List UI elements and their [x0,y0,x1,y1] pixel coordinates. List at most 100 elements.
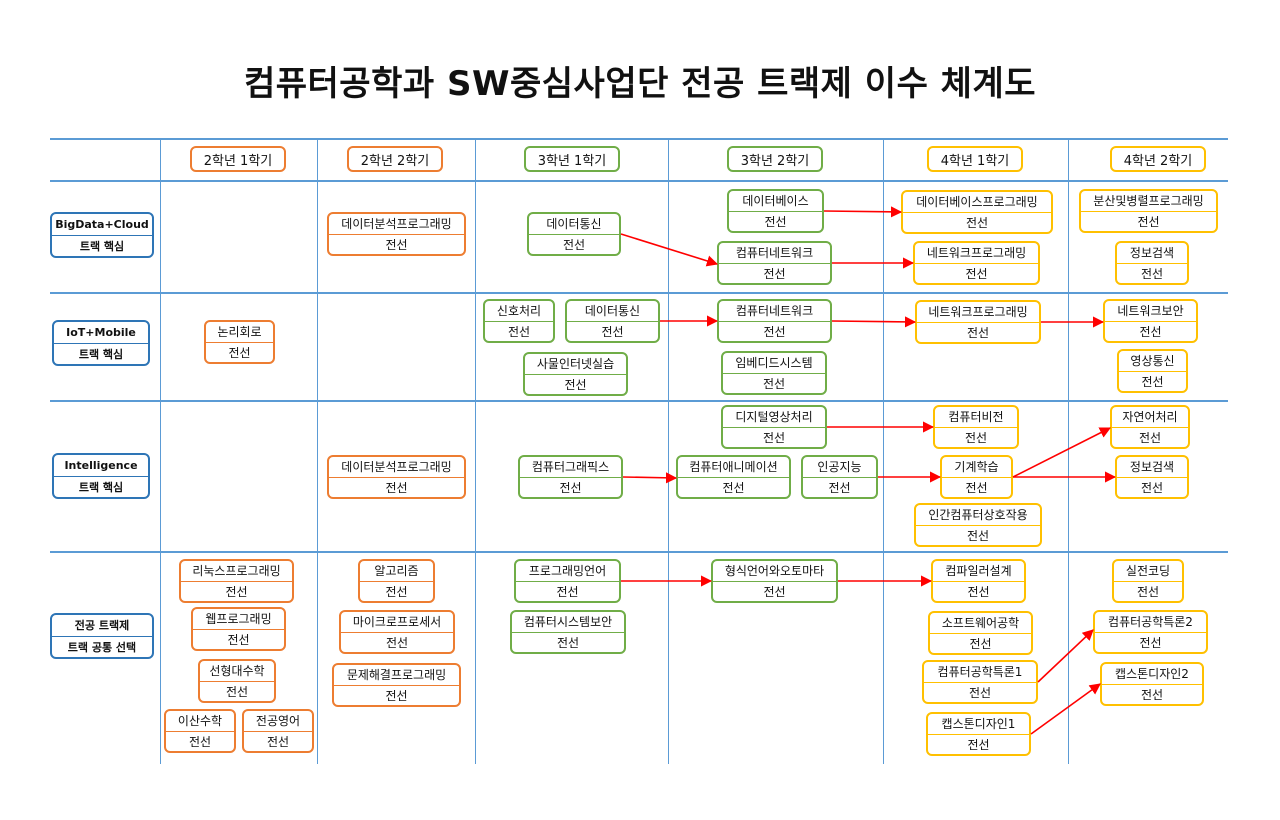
course-type: 전선 [225,584,248,599]
course-type: 전선 [966,528,990,543]
course-name: 프로그래밍언어 [516,561,619,582]
course-type: 전선 [764,214,787,229]
course-name: 분산및병렬프로그래밍 [1081,191,1216,212]
semester-header: 3학년 1학기 [524,146,620,172]
grid-line [50,400,1228,402]
grid-line [50,292,1228,294]
course-type: 전선 [385,480,408,495]
semester-header: 2학년 2학기 [347,146,443,172]
course-type: 전선 [722,480,745,495]
course-type: 전선 [967,584,990,599]
grid-line [160,139,161,764]
course-name: 데이터베이스 [729,191,822,212]
course-type: 전선 [967,737,990,752]
course-type: 전선 [1136,584,1160,599]
course-name: 리눅스프로그래밍 [181,561,292,582]
course-type: 전선 [559,480,582,495]
course-type: 전선 [763,266,786,281]
grid-line [1068,139,1069,764]
course-name: 데이터통신 [529,214,619,235]
page-title: 컴퓨터공학과 SW중심사업단 전공 트랙제 이수 체계도 [243,64,1037,104]
course-name: 전공영어 [244,711,312,732]
course-type: 전선 [507,324,531,339]
course-name: 네트워크보안 [1105,301,1196,322]
course-name: 디지털영상처리 [723,407,825,428]
grid-line [475,139,476,764]
course-type: 전선 [763,324,786,339]
course-name: 형식언어와오토마타 [713,561,836,582]
course-type: 전선 [1140,266,1164,281]
course-type: 전선 [266,734,290,749]
course-type: 전선 [228,345,251,360]
track-label-common: 전공 트랙제 트랙 공통 선택 [50,613,154,659]
grid-line [668,139,669,764]
course-type: 전선 [969,636,992,651]
course-name: 컴퓨터공학특론1 [924,662,1036,683]
course-name: 임베디드시스템 [723,353,825,374]
course-name: 실전코딩 [1114,561,1182,582]
grid-line [317,139,318,764]
course-type: 전선 [556,635,580,650]
course-name: 영상통신 [1119,351,1186,372]
course-type: 전선 [385,584,408,599]
course-type: 전선 [225,684,249,699]
course-type: 전선 [966,325,990,340]
course-type: 전선 [1139,324,1162,339]
course-name: 웹프로그래밍 [193,609,284,630]
course-name: 문제해결프로그래밍 [334,665,459,686]
course-name: 사물인터넷실습 [525,354,626,375]
course-name: 컴퓨터시스템보안 [512,612,624,633]
course-name: 선형대수학 [200,661,274,682]
course-name: 소프트웨어공학 [930,613,1031,634]
course-name: 신호처리 [485,301,553,322]
semester-header: 2학년 1학기 [190,146,286,172]
track-sub: 트랙 핵심 [78,480,124,494]
course-type: 전선 [601,324,624,339]
course-name: 논리회로 [206,322,273,343]
track-label-bigdata: BigData+Cloud 트랙 핵심 [50,212,154,258]
grid-line [883,139,884,764]
course-type: 전선 [762,430,786,445]
course-type: 전선 [1139,635,1162,650]
course-name: 정보검색 [1117,243,1187,264]
course-type: 전선 [965,215,989,230]
course-name: 컴퓨터네트워크 [719,243,830,264]
course-type: 전선 [762,376,786,391]
course-name: 컴퓨터그래픽스 [520,457,621,478]
course-name: 인공지능 [803,457,876,478]
course-name: 컴퓨터애니메이션 [678,457,789,478]
track-sub: 트랙 핵심 [79,239,125,253]
track-sub: 트랙 공통 선택 [67,640,137,654]
track-name: 전공 트랙제 [52,615,152,637]
course-name: 컴파일러설계 [933,561,1024,582]
